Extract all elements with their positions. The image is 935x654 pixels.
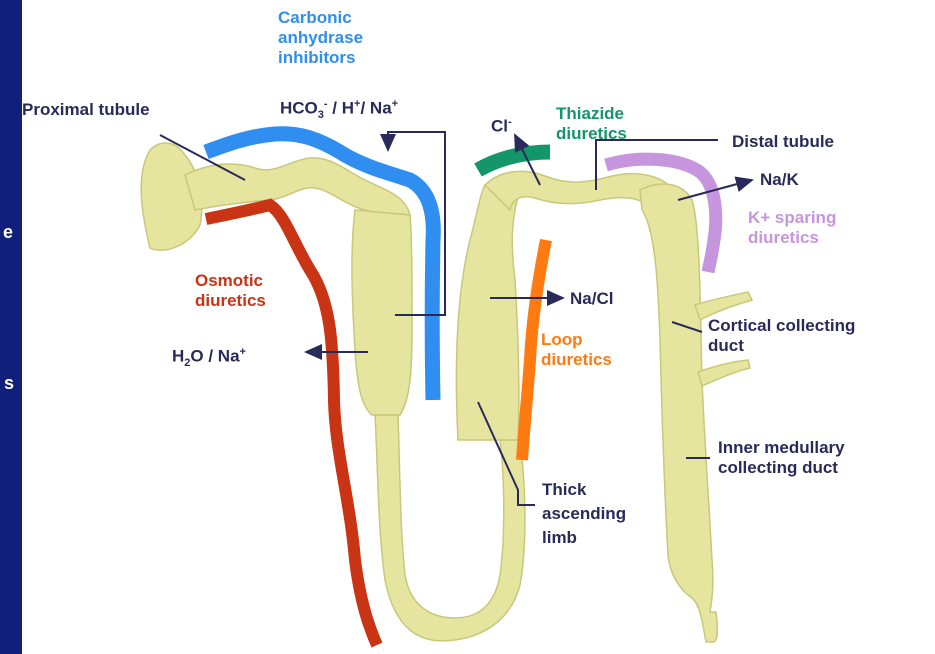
cortical-label: Cortical collecting duct bbox=[708, 316, 855, 356]
duct-branch-lower bbox=[698, 360, 750, 386]
h2o-sup: + bbox=[240, 346, 246, 358]
ksparing-label: K+ sparing diuretics bbox=[748, 208, 836, 248]
thick-line-2: ascending bbox=[542, 502, 626, 526]
thick-line-1: Thick bbox=[542, 478, 626, 502]
loop-line-2: diuretics bbox=[541, 350, 612, 370]
inner-line-2: collecting duct bbox=[718, 458, 845, 478]
hco3-base: HCO bbox=[280, 99, 318, 118]
carbonic-line-1: Carbonic bbox=[278, 8, 363, 28]
nak-label: Na/K bbox=[760, 170, 799, 190]
descending-limb bbox=[352, 210, 412, 415]
ksparing-line-1: K+ sparing bbox=[748, 208, 836, 228]
loop-of-henle bbox=[375, 415, 525, 641]
osmotic-line-1: Osmotic bbox=[195, 271, 266, 291]
thiazide-label: Thiazide diuretics bbox=[556, 104, 627, 144]
thick-line-3: limb bbox=[542, 526, 626, 550]
inner-line-1: Inner medullary bbox=[718, 438, 845, 458]
proximal-tubule-label: Proximal tubule bbox=[22, 100, 150, 120]
loop-line-1: Loop bbox=[541, 330, 612, 350]
hco3-sup3: + bbox=[392, 98, 398, 110]
cortical-line-2: duct bbox=[708, 336, 855, 356]
thiazide-line-1: Thiazide bbox=[556, 104, 627, 124]
h2o-base: H bbox=[172, 347, 184, 366]
loop-label: Loop diuretics bbox=[541, 330, 612, 370]
hco3-sub: 3 bbox=[318, 109, 324, 121]
carbonic-line-3: inhibitors bbox=[278, 48, 363, 68]
h2o-rest: O / Na bbox=[190, 347, 239, 366]
thick-ascending-label: Thick ascending limb bbox=[542, 478, 626, 550]
cl-label: Cl- bbox=[491, 112, 512, 137]
carbonic-line-2: anhydrase bbox=[278, 28, 363, 48]
hco3-rest: / H bbox=[328, 99, 354, 118]
thiazide-band bbox=[478, 152, 550, 170]
h2o-label: H2O / Na+ bbox=[172, 342, 246, 373]
nacl-label: Na/Cl bbox=[570, 289, 613, 309]
distal-tubule-label: Distal tubule bbox=[732, 132, 834, 152]
cl-base: Cl bbox=[491, 117, 508, 136]
cortical-line-1: Cortical collecting bbox=[708, 316, 855, 336]
osmotic-line-2: diuretics bbox=[195, 291, 266, 311]
ascending-limb bbox=[456, 185, 520, 440]
hco3-label: HCO3- / H+/ Na+ bbox=[280, 94, 398, 125]
inner-medullary-label: Inner medullary collecting duct bbox=[718, 438, 845, 478]
osmotic-label: Osmotic diuretics bbox=[195, 271, 266, 311]
thiazide-line-2: diuretics bbox=[556, 124, 627, 144]
ksparing-line-2: diuretics bbox=[748, 228, 836, 248]
cl-sup: - bbox=[508, 116, 512, 128]
carbonic-label: Carbonic anhydrase inhibitors bbox=[278, 8, 363, 68]
hco3-rest2: / Na bbox=[360, 99, 391, 118]
